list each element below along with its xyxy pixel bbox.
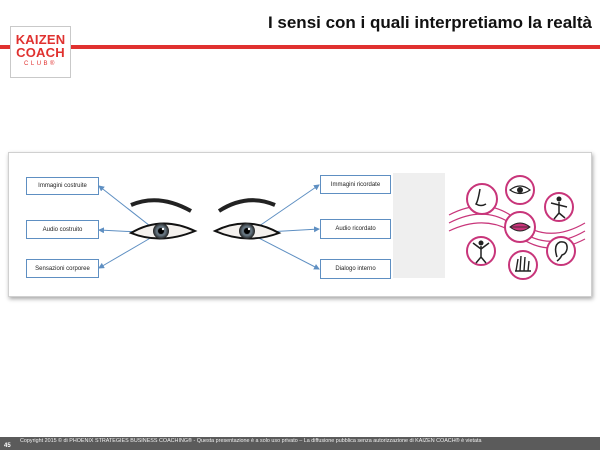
person-icon bbox=[466, 236, 496, 266]
label-audio-ricordato: Audio ricordato bbox=[320, 219, 391, 239]
gray-divider-block bbox=[393, 173, 445, 278]
label-immagini-ricordate: Immagini ricordate bbox=[320, 175, 391, 194]
eyes-diagram bbox=[98, 184, 320, 270]
label-sensazioni-corporee: Sensazioni corporee bbox=[26, 259, 99, 278]
left-eye-icon bbox=[128, 198, 198, 240]
label-dialogo-interno: Dialogo interno bbox=[320, 259, 391, 279]
footer-bar: Copyright 2015 © di PHOENIX STRATEGIES B… bbox=[0, 437, 600, 450]
label-audio-costruito: Audio costruito bbox=[26, 220, 99, 239]
eye-icon bbox=[505, 175, 535, 205]
mouth-icon bbox=[504, 211, 536, 243]
logo-line-club: CLUB® bbox=[24, 61, 57, 67]
page-number: 45 bbox=[4, 443, 11, 449]
ear-icon bbox=[546, 236, 576, 266]
slide-title: I sensi con i quali interpretiamo la rea… bbox=[267, 13, 592, 32]
kaizen-coach-logo: KAIZEN COACH CLUB® bbox=[10, 26, 71, 78]
logo-line-coach: COACH bbox=[16, 45, 65, 60]
right-eye-icon bbox=[212, 198, 282, 240]
label-immagini-costruite: Immagini costruite bbox=[26, 177, 99, 195]
hand-icon bbox=[508, 250, 538, 280]
copyright-text: Copyright 2015 © di PHOENIX STRATEGIES B… bbox=[20, 438, 482, 444]
five-senses-illustration bbox=[448, 175, 586, 280]
nose-icon bbox=[466, 183, 498, 215]
dancer-icon bbox=[544, 192, 574, 222]
logo-line-kaizen: KAIZEN bbox=[15, 32, 66, 47]
eye-accessing-panel: Immagini costruite Audio costruito Sensa… bbox=[8, 152, 592, 297]
header-red-bar bbox=[0, 45, 600, 49]
